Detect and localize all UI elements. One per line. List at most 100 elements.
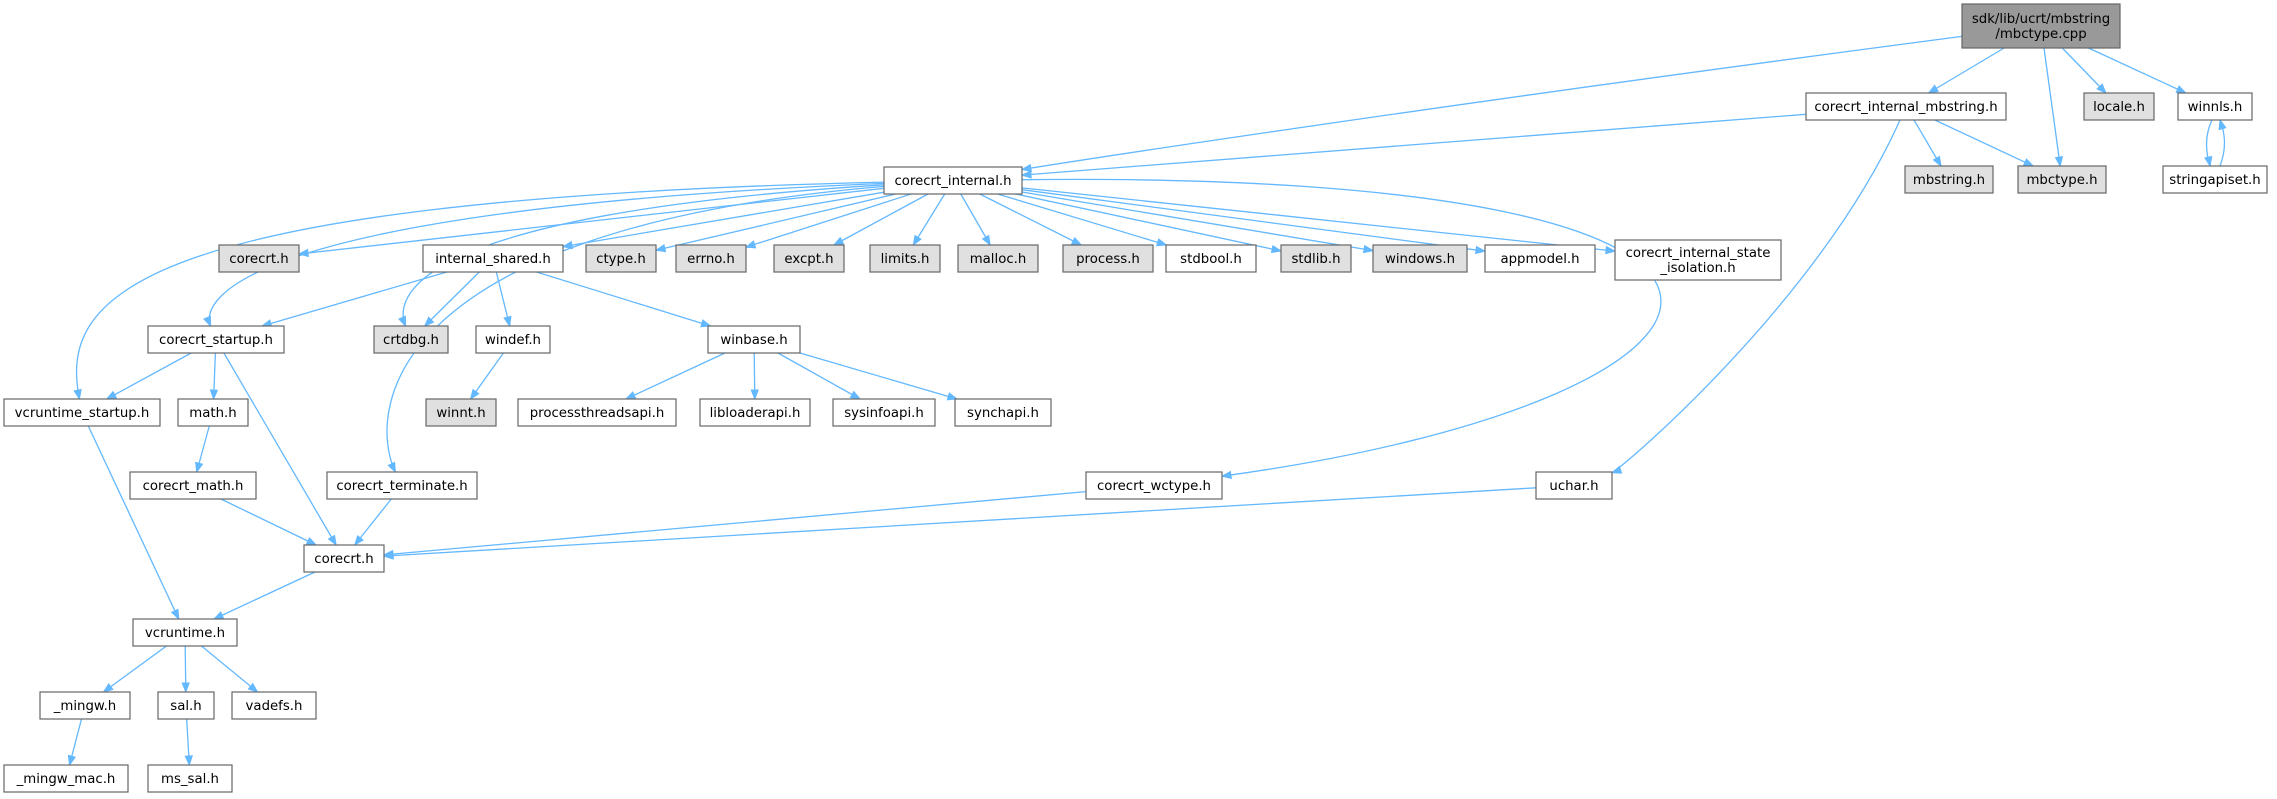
edge-line xyxy=(220,498,317,546)
node-label: corecrt_terminate.h xyxy=(336,479,467,494)
node-label: stdlib.h xyxy=(1291,252,1340,267)
edge-line xyxy=(1021,187,1616,252)
edge-corecrt_startup_h-to-math_h xyxy=(209,352,219,401)
edge-corecrt_wctype_h-to-corecrt_h xyxy=(382,490,1087,559)
edge-corecrt_internal_h-to-corecrt_startup_h xyxy=(203,182,885,328)
node-root[interactable]: sdk/lib/ucrt/mbstring/mbctype.cpp xyxy=(1961,3,2121,49)
node-corecrt-startup-h[interactable]: corecrt_startup.h xyxy=(147,325,285,354)
edge-corecrt_internal_h-to-errno_h xyxy=(744,193,912,249)
edge-root-to-locale_h xyxy=(2061,47,2107,94)
edge-arrowhead xyxy=(73,388,82,401)
node-sal-h[interactable]: sal.h xyxy=(157,691,215,720)
node-synchapi-h[interactable]: synchapi.h xyxy=(954,398,1052,427)
node-sysinfoapi-h[interactable]: sysinfoapi.h xyxy=(832,398,936,427)
node-processthreadsapi-h[interactable]: processthreadsapi.h xyxy=(517,398,677,427)
node-vadefs-h[interactable]: vadefs.h xyxy=(231,691,317,720)
edge-line xyxy=(1611,119,1901,474)
node-windef-h[interactable]: windef.h xyxy=(475,325,551,354)
node-mingw-h[interactable]: _mingw.h xyxy=(39,691,131,720)
node-corecrt-internal-mbstring-h[interactable]: corecrt_internal_mbstring.h xyxy=(1805,92,2007,121)
edge-winbase_h-to-libloaderapi_h xyxy=(750,352,759,401)
node-uchar-h[interactable]: uchar.h xyxy=(1535,471,1613,500)
edge-line xyxy=(383,487,1537,557)
node-label: process.h xyxy=(1076,252,1140,267)
node-corecrt-internal-state-isolation-h[interactable]: corecrt_internal_state_isolation.h xyxy=(1614,239,1782,281)
node-label: sal.h xyxy=(170,699,201,714)
edge-corecrt_math_h-to-corecrt_h xyxy=(220,498,318,546)
edge-line xyxy=(997,193,1167,246)
edge-line xyxy=(106,352,192,400)
edge-arrowhead xyxy=(1020,170,1032,179)
node-label: _isolation.h xyxy=(1659,261,1735,276)
edge-line xyxy=(536,271,711,327)
edge-arrowhead xyxy=(382,551,394,560)
edge-internal_shared_h-to-corecrt_startup_h xyxy=(260,271,447,328)
node-label: corecrt_internal_state xyxy=(1626,246,1771,261)
node-malloc-h: malloc.h xyxy=(957,244,1039,273)
edge-arrowhead xyxy=(654,243,667,253)
edge-sal_h-to-ms_sal_h xyxy=(184,718,194,767)
edge-line xyxy=(1021,178,1662,477)
node-box xyxy=(2177,92,2253,121)
edge-winnls_h-to-stringapiset_h xyxy=(2204,119,2213,168)
node-vcruntime-startup-h[interactable]: vcruntime_startup.h xyxy=(3,398,161,427)
edge-line xyxy=(103,645,167,693)
edge-arrowhead xyxy=(2054,156,2064,168)
node-corecrt-h[interactable]: corecrt.h xyxy=(303,544,385,573)
node-label: ms_sal.h xyxy=(161,772,219,787)
node-ms-sal-h[interactable]: ms_sal.h xyxy=(147,764,233,793)
edge-line xyxy=(2043,47,2061,167)
edge-arrowhead xyxy=(353,534,364,547)
node-math-h[interactable]: math.h xyxy=(177,398,249,427)
node-box xyxy=(303,544,385,573)
node-label: processthreadsapi.h xyxy=(530,406,665,421)
node-label: sysinfoapi.h xyxy=(844,406,924,421)
node-appmodel-h[interactable]: appmodel.h xyxy=(1484,244,1596,273)
edge-corecrt_internal_mbstring_h-to-uchar_h xyxy=(1610,119,1901,474)
node-label: excpt.h xyxy=(784,252,833,267)
node-box xyxy=(157,691,215,720)
edge-line xyxy=(213,571,316,620)
node-box xyxy=(218,244,300,273)
node-box xyxy=(2083,92,2155,121)
edge-line xyxy=(354,498,392,546)
node-stringapiset-h[interactable]: stringapiset.h xyxy=(2162,165,2268,194)
node-label: winnt.h xyxy=(436,406,485,421)
node-box xyxy=(1165,244,1257,273)
edge-corecrt_internal_h-to-corecrt_terminate_h xyxy=(386,185,885,474)
node-corecrt-terminate-h[interactable]: corecrt_terminate.h xyxy=(326,471,478,500)
edge-corecrt_internal_h-to-ctype_h xyxy=(654,193,896,253)
node-corecrt-wctype-h[interactable]: corecrt_wctype.h xyxy=(1085,471,1223,500)
edge-line xyxy=(2061,47,2107,94)
node-windows-h: windows.h xyxy=(1372,244,1468,273)
edge-arrowhead xyxy=(247,682,259,693)
edge-uchar_h-to-corecrt_h xyxy=(382,487,1537,560)
node-mingw-mac-h[interactable]: _mingw_mac.h xyxy=(3,764,129,793)
node-box xyxy=(326,471,478,500)
edge-arrowhead xyxy=(102,683,114,693)
node-vcruntime-h[interactable]: vcruntime.h xyxy=(132,618,238,647)
edge-arrowhead xyxy=(1605,245,1617,255)
node-box xyxy=(2162,165,2268,194)
node-winnls-h[interactable]: winnls.h xyxy=(2177,92,2253,121)
node-libloaderapi-h[interactable]: libloaderapi.h xyxy=(699,398,811,427)
edge-corecrt_internal_h-to-vcruntime_startup_h xyxy=(73,181,885,401)
edge-vcruntime_h-to-mingw_h xyxy=(102,645,167,693)
edge-arrowhead xyxy=(832,236,845,246)
node-label: limits.h xyxy=(881,252,930,267)
edge-arrowhead xyxy=(195,461,204,474)
edges-layer xyxy=(67,35,2227,767)
edge-arrowhead xyxy=(1020,163,1033,173)
node-stdbool-h[interactable]: stdbool.h xyxy=(1165,244,1257,273)
node-winbase-h[interactable]: winbase.h xyxy=(707,325,801,354)
edge-line xyxy=(201,645,258,693)
node-corecrt-internal-h[interactable]: corecrt_internal.h xyxy=(883,166,1023,195)
node-label: _mingw.h xyxy=(53,699,116,714)
edge-line xyxy=(424,271,480,327)
edge-arrowhead xyxy=(1610,465,1623,474)
node-corecrt-math-h[interactable]: corecrt_math.h xyxy=(129,471,257,500)
edge-corecrt_startup_h-to-vcruntime_startup_h xyxy=(105,352,192,400)
edge-arrowhead xyxy=(209,389,219,401)
node-crtdbg-h: crtdbg.h xyxy=(373,325,449,354)
node-internal-shared-h[interactable]: internal_shared.h xyxy=(422,244,564,273)
